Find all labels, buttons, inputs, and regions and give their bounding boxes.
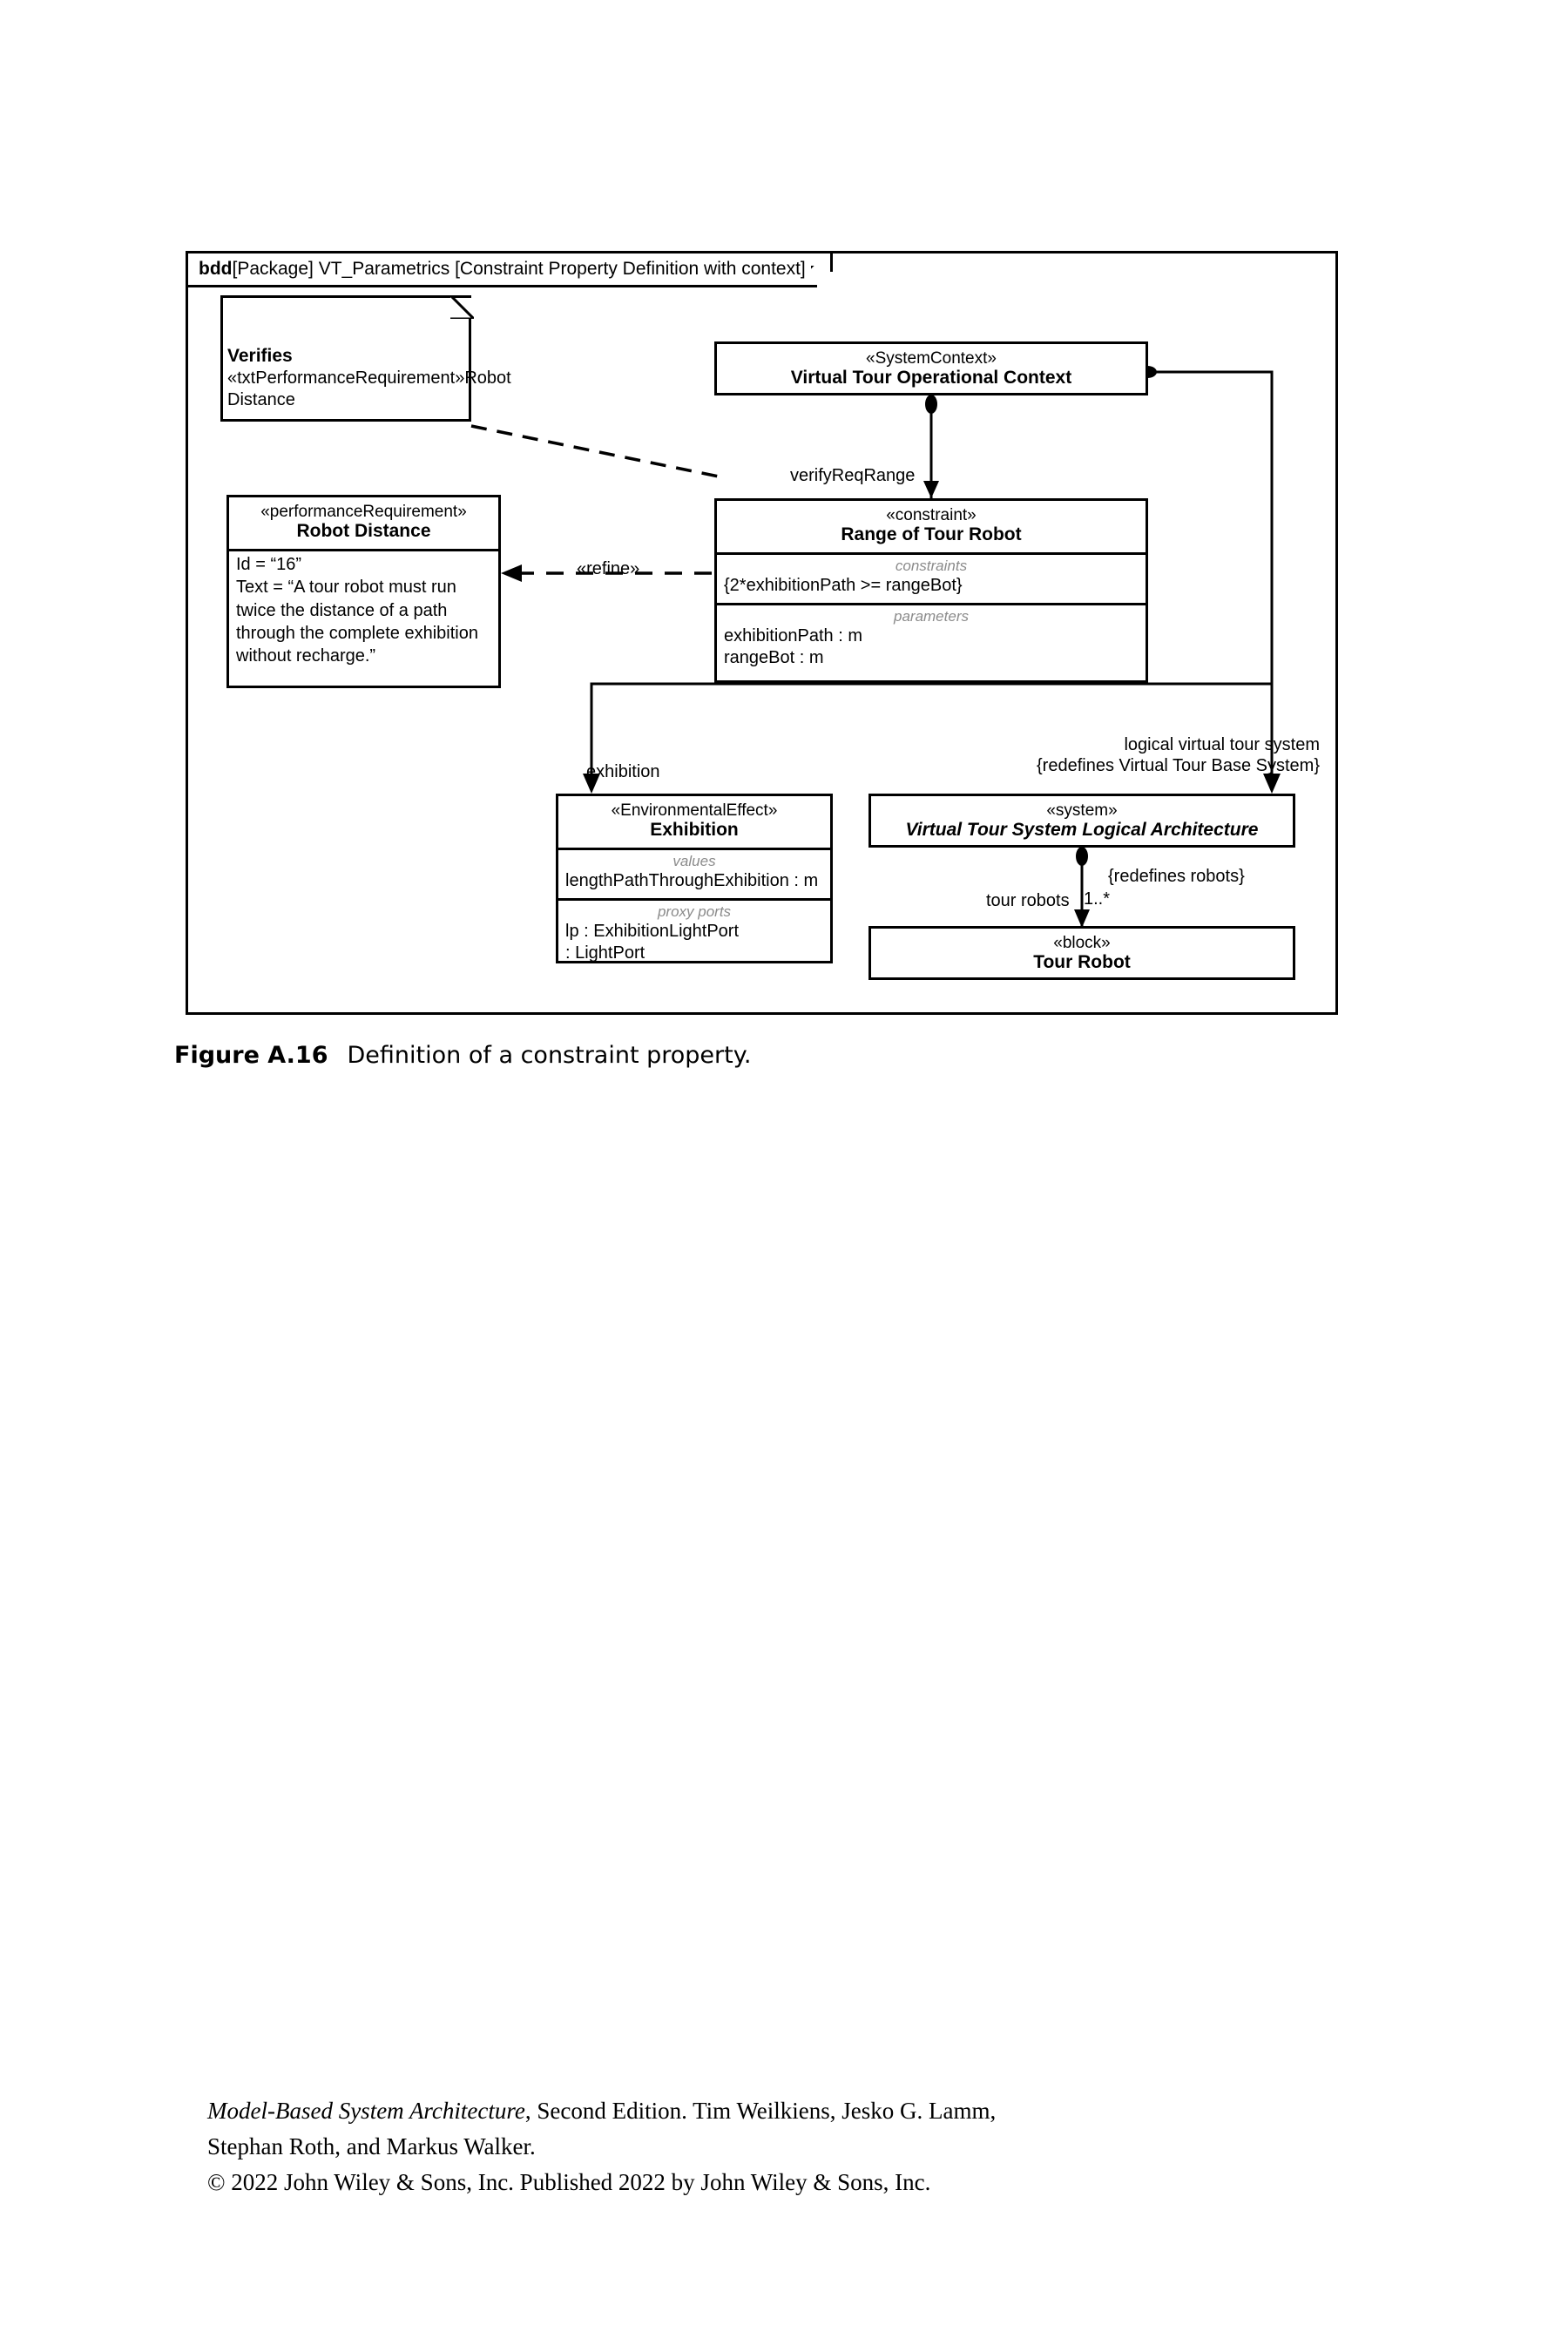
block-name: Exhibition xyxy=(650,820,739,841)
parameters-compartment-label: parameters xyxy=(894,607,969,625)
edge-label-logical-virtual-tour-system: logical virtual tour system {redefines V… xyxy=(1037,734,1320,777)
figure-caption-label: Figure A.16 xyxy=(174,1042,328,1069)
constraint-expression: {2*exhibitionPath >= rangeBot} xyxy=(724,576,963,596)
page-footer: Model-Based System Architecture, Second … xyxy=(207,2093,1340,2200)
edge-label-multiplicity: 1..* xyxy=(1084,889,1111,909)
edge-label-exhibition: exhibition xyxy=(586,762,660,781)
proxy-port-lightport: : LightPort xyxy=(565,943,645,963)
block-tour-robot[interactable]: «block» Tour Robot xyxy=(868,926,1295,980)
block-name: Tour Robot xyxy=(1033,952,1131,973)
block-stereotype: «SystemContext» xyxy=(866,349,997,368)
note-fold-corner-icon xyxy=(450,295,474,319)
frame-tab-corner-diagonal xyxy=(811,266,834,288)
note-body: Verifies «txtPerformanceRequirement»Robo… xyxy=(227,345,511,411)
block-stereotype: «performanceRequirement» xyxy=(260,503,467,521)
block-robot-distance[interactable]: «performanceRequirement» Robot Distance … xyxy=(226,495,501,688)
constraints-compartment: constraints {2*exhibitionPath >= rangeBo… xyxy=(717,551,1146,603)
edge-label-tour-robots: tour robots xyxy=(986,891,1070,910)
block-header: «block» Tour Robot xyxy=(871,929,1293,980)
footer-line-1: Model-Based System Architecture, Second … xyxy=(207,2093,1340,2129)
requirement-text: Text = “A tour robot must run twice the … xyxy=(236,578,478,666)
footer-line-2: Stephan Roth, and Markus Walker. xyxy=(207,2133,536,2160)
verifies-note-header xyxy=(220,295,474,344)
diagram-frame-title: [Package] VT_Parametrics [Constraint Pro… xyxy=(232,259,806,279)
figure-caption-text: Definition of a constraint property. xyxy=(347,1042,752,1069)
edge-label-redefines-robots: {redefines robots} xyxy=(1108,867,1245,886)
requirement-attributes-compartment: Id = “16” Text = “A tour robot must run … xyxy=(229,548,498,673)
block-name: Range of Tour Robot xyxy=(841,524,1022,545)
block-header: «constraint» Range of Tour Robot xyxy=(717,501,1146,552)
parameters-compartment: parameters exhibitionPath : m rangeBot :… xyxy=(717,602,1146,675)
note-outline xyxy=(220,341,471,422)
constraints-compartment-label: constraints xyxy=(895,557,968,574)
block-stereotype: «constraint» xyxy=(886,506,977,524)
values-compartment-label: values xyxy=(672,852,716,869)
value-length-path: lengthPathThroughExhibition : m xyxy=(565,871,819,891)
edge-label-role-name: logical virtual tour system xyxy=(1124,735,1320,754)
block-header: «EnvironmentalEffect» Exhibition xyxy=(558,796,830,848)
edge-label-refine: «refine» xyxy=(577,559,640,578)
footer-edition-authors: , Second Edition. Tim Weilkiens, Jesko G… xyxy=(524,2098,997,2124)
footer-book-title: Model-Based System Architecture xyxy=(207,2098,525,2124)
verifies-note: Verifies «txtPerformanceRequirement»Robo… xyxy=(220,341,511,422)
edge-label-redefines-base-system: {redefines Virtual Tour Base System} xyxy=(1037,756,1320,776)
requirement-id: Id = “16” xyxy=(236,554,302,574)
block-name: Robot Distance xyxy=(296,521,431,542)
diagram-kind-label: bdd xyxy=(199,259,233,279)
block-stereotype: «EnvironmentalEffect» xyxy=(611,801,778,820)
note-right-edge xyxy=(469,319,471,344)
note-content: «txtPerformanceRequirement»Robot Distanc… xyxy=(227,368,511,410)
block-exhibition[interactable]: «EnvironmentalEffect» Exhibition values … xyxy=(556,794,833,963)
proxy-ports-compartment: proxy ports lp : ExhibitionLightPort : L… xyxy=(558,897,830,970)
edge-label-verify-req-range: verifyReqRange xyxy=(790,466,916,485)
block-header: «system» Virtual Tour System Logical Arc… xyxy=(871,796,1293,848)
block-stereotype: «system» xyxy=(1046,801,1118,820)
note-title: Verifies xyxy=(227,346,293,366)
block-header: «performanceRequirement» Robot Distance xyxy=(229,497,498,549)
block-stereotype: «block» xyxy=(1053,934,1111,952)
diagram-frame-label: bdd [Package] VT_Parametrics [Constraint… xyxy=(188,253,833,287)
proxy-ports-compartment-label: proxy ports xyxy=(657,902,732,920)
block-name: Virtual Tour Operational Context xyxy=(790,368,1072,389)
block-range-of-tour-robot[interactable]: «constraint» Range of Tour Robot constra… xyxy=(714,498,1148,683)
block-virtual-tour-operational-context[interactable]: «SystemContext» Virtual Tour Operational… xyxy=(714,341,1148,395)
parameter-exhibition-path: exhibitionPath : m xyxy=(724,625,862,645)
block-virtual-tour-system-logical-architecture[interactable]: «system» Virtual Tour System Logical Arc… xyxy=(868,794,1295,848)
block-header: «SystemContext» Virtual Tour Operational… xyxy=(717,344,1146,395)
parameter-range-bot: rangeBot : m xyxy=(724,648,824,668)
figure-caption: Figure A.16 Definition of a constraint pr… xyxy=(174,1042,751,1069)
proxy-port-lp: lp : ExhibitionLightPort xyxy=(565,921,740,941)
values-compartment: values lengthPathThroughExhibition : m xyxy=(558,847,830,898)
block-name: Virtual Tour System Logical Architecture xyxy=(905,820,1259,841)
footer-line-3: © 2022 John Wiley & Sons, Inc. Published… xyxy=(207,2169,931,2196)
